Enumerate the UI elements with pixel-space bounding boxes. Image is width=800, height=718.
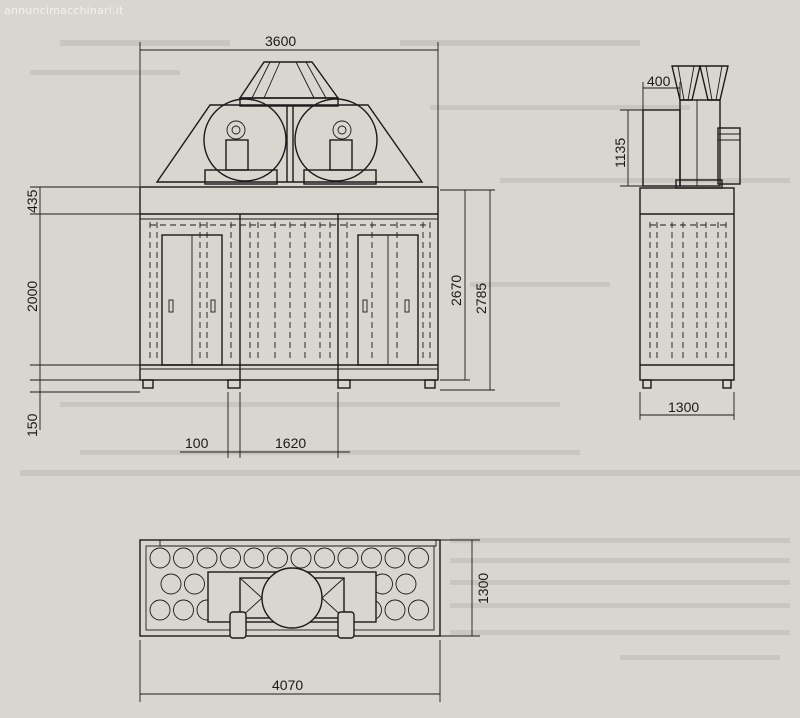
filter-cell — [384, 599, 406, 621]
filter-cell — [149, 599, 171, 621]
side-dimension-lines — [620, 82, 735, 420]
dim-height-inner: 2670 — [448, 275, 464, 306]
side-view — [639, 65, 741, 389]
dim-base-height: 150 — [24, 413, 40, 437]
filter-cell — [314, 547, 335, 569]
filter-cell — [337, 547, 359, 569]
filter-cell — [160, 573, 182, 595]
fan-right — [294, 98, 378, 185]
front-view — [139, 61, 439, 389]
side-cabin-body — [639, 187, 735, 381]
fan-left — [203, 98, 287, 185]
filter-cell — [384, 547, 406, 569]
dim-base-offset: 100 — [185, 435, 209, 451]
filter-cell — [196, 547, 218, 569]
filter-cell — [149, 547, 171, 569]
filter-dashes-front — [149, 222, 431, 362]
filter-cell — [408, 547, 429, 569]
front-dimension-lines — [30, 42, 495, 458]
filter-cell — [290, 547, 312, 569]
dim-side-width: 1300 — [668, 399, 699, 415]
dim-duct-height: 1135 — [612, 138, 628, 168]
dim-base-span: 1620 — [275, 435, 306, 451]
filter-cell — [267, 547, 288, 569]
dim-door-height: 2000 — [24, 281, 40, 312]
watermark-text: annuncimacchinari.it — [4, 4, 124, 17]
dim-plan-length: 4070 — [272, 677, 303, 693]
plan-view — [139, 539, 441, 639]
filter-cell — [173, 599, 194, 621]
side-hood-left — [671, 65, 701, 101]
side-hood-right — [699, 65, 729, 101]
filter-cell — [184, 573, 205, 595]
dim-width-front: 3600 — [265, 33, 296, 49]
roof-plenum — [155, 104, 424, 183]
filter-cell — [395, 573, 417, 595]
plan-fan-circle — [261, 567, 323, 629]
dim-height-outer: 2785 — [473, 283, 489, 314]
background-text-lines — [20, 40, 800, 660]
dim-plan-depth: 1300 — [475, 573, 491, 604]
filter-cell — [361, 547, 382, 569]
filter-cell — [173, 547, 194, 569]
filter-cell — [220, 547, 241, 569]
dim-duct-width: 400 — [647, 73, 671, 89]
cabin-body — [139, 186, 439, 381]
plan-dimension-lines — [139, 539, 480, 702]
filter-cell — [408, 599, 429, 621]
dim-roof-height: 435 — [24, 189, 40, 213]
filter-cell — [243, 547, 265, 569]
